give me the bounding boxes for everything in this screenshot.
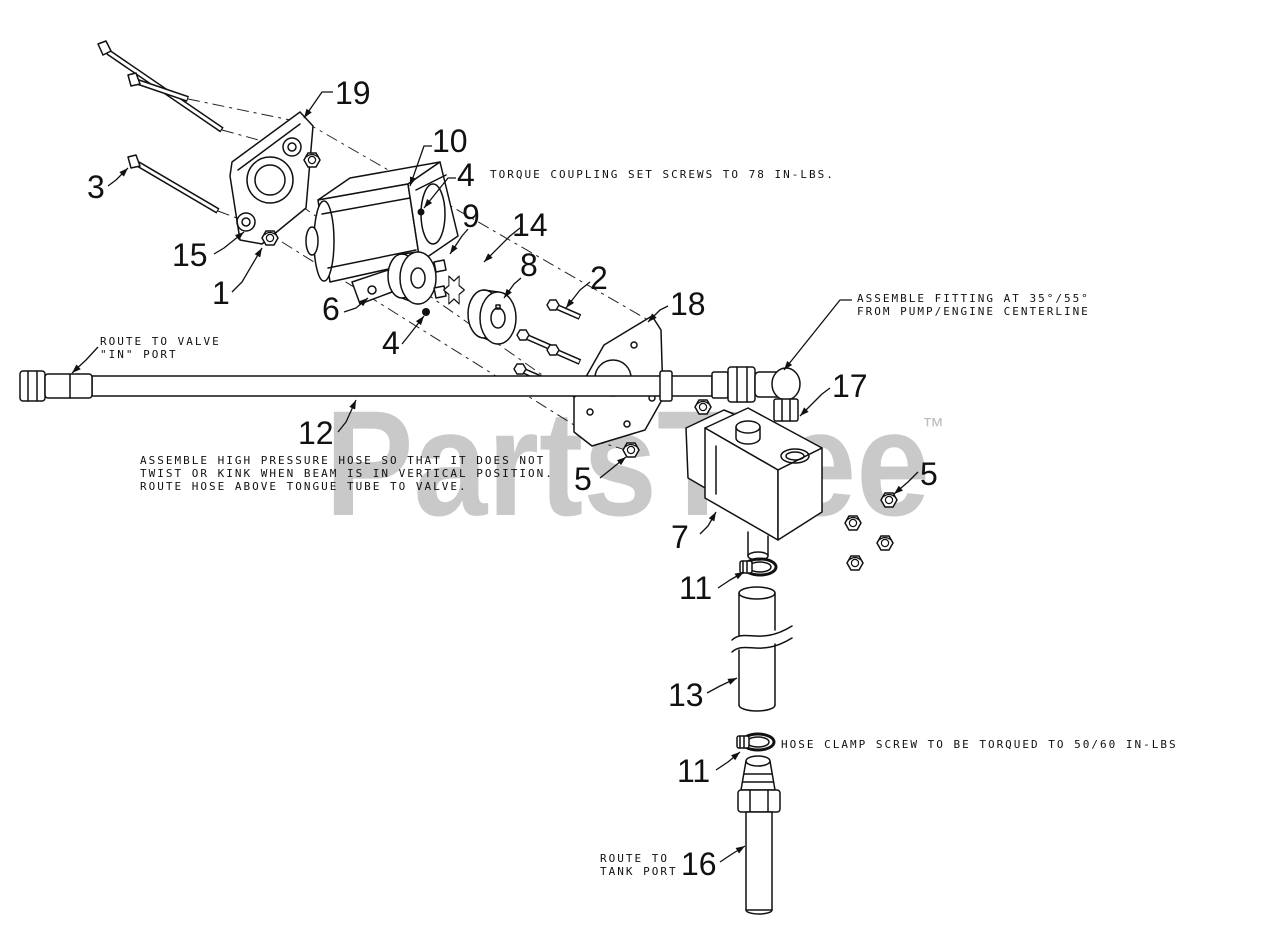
elbow-fitting-17 [754,367,801,422]
callout-10: 10 [432,123,468,159]
bolt-2-c [547,345,580,362]
pump-10 [305,161,459,283]
callout-7: 7 [671,519,689,555]
callout-19: 19 [335,75,371,111]
leader-17 [799,387,831,417]
callout-16: 16 [681,846,717,882]
leader-5-left-arrowhead [616,457,626,466]
tank-fitting-16 [737,755,781,915]
callout-5-right: 5 [920,456,938,492]
leader-7-arrowhead [708,512,716,522]
note-torque-coupling: TORQUE COUPLING SET SCREWS TO 78 IN-LBS. [490,168,835,181]
control-valve-7 [685,407,823,561]
leader-17-arrowhead [800,407,809,416]
watermark-trademark: ™ [922,413,944,438]
callout-8: 8 [520,247,538,283]
callout-13: 13 [668,677,704,713]
nut-5-b [876,535,894,551]
leader-11-lower-arrowhead [731,752,740,761]
callout-numbers: 19 10 4 3 9 14 15 8 2 1 6 18 4 17 12 5 5… [87,75,938,882]
leader-4-lower-arrowhead [415,316,424,326]
nut-5-valve-top [694,399,712,415]
leader-8-arrowhead [504,288,512,298]
leader-route-to-valve-arrowhead [72,364,81,373]
leader-15-arrowhead [234,232,244,241]
note-route-to-tank-line-1: ROUTE TO [600,852,669,865]
callout-11-lower: 11 [677,753,710,789]
callout-3: 3 [87,169,105,205]
leader-19 [303,91,333,119]
coupling-spider-14 [443,275,465,305]
long-bolt-middle [127,72,189,102]
note-high-pressure-hose-line-1: ASSEMBLE HIGH PRESSURE HOSE SO THAT IT D… [140,454,545,467]
hose-clamp-11-lower [736,732,776,752]
note-high-pressure-hose-line-3: ROUTE HOSE ABOVE TONGUE TUBE TO VALVE. [140,480,468,493]
leader-lines [71,91,919,863]
leader-5-right-arrowhead [894,485,903,494]
callout-12: 12 [298,415,334,451]
callout-17: 17 [832,368,868,404]
nut-5-c [846,555,864,571]
leader-1-arrowhead [254,248,262,258]
callout-6: 6 [322,291,340,327]
cap-screw-1 [261,230,279,246]
leader-14-arrowhead [484,253,493,262]
plate-nut [303,152,321,168]
coupling-half-8 [467,289,517,345]
bolt-2-a [547,300,580,317]
nut-5-left [622,442,640,458]
long-bolt-3 [127,154,220,214]
nut-5-right [880,492,898,508]
leader-16-arrowhead [735,846,745,854]
hose-clamp-11-upper [739,557,778,577]
leader-12-arrowhead [349,400,356,410]
leader-6-arrowhead [359,298,368,307]
note-route-to-tank-line-2: TANK PORT [600,865,678,878]
callout-15: 15 [172,237,208,273]
callout-18: 18 [670,286,706,322]
suction-hose-13 [731,586,793,712]
leader-2-arrowhead [566,298,575,308]
hose-end-fitting-left [19,370,93,402]
leader-9-arrowhead [450,244,458,254]
high-pressure-hose-12 [91,370,713,402]
note-assemble-fitting-line-2: FROM PUMP/ENGINE CENTERLINE [857,305,1090,318]
leader-11-upper-arrowhead [734,572,744,580]
jaw-coupling-9 [387,251,447,305]
bolt-2-b [517,330,550,347]
leader-18-arrowhead [648,313,657,322]
leader-19-arrowhead [304,108,312,118]
callout-9: 9 [462,198,480,234]
leader-assemble-fitting-arrowhead [784,360,793,370]
hose-end-fitting-right [711,366,756,403]
set-screw-4-top [417,208,425,216]
set-screw-4-lower [422,308,430,316]
assembly-notes: TORQUE COUPLING SET SCREWS TO 78 IN-LBS.… [100,168,1178,878]
callout-11-upper: 11 [679,570,712,606]
callout-4-top: 4 [457,157,475,193]
note-high-pressure-hose-line-2: TWIST OR KINK WHEN BEAM IS IN VERTICAL P… [140,467,554,480]
long-bolt-top [97,40,224,133]
note-route-to-valve-line-2: "IN" PORT [100,348,178,361]
leader-10 [409,145,432,187]
leader-4-top-arrowhead [424,198,433,208]
leader-assemble-fitting [783,299,852,371]
callout-14: 14 [512,207,548,243]
callout-1: 1 [212,275,230,311]
note-assemble-fitting-line-1: ASSEMBLE FITTING AT 35°/55° [857,292,1090,305]
callout-5-left: 5 [574,461,592,497]
leader-13-arrowhead [727,678,737,685]
leader-1 [231,247,263,293]
leader-10-arrowhead [409,176,416,186]
adapter-plate-19 [229,111,314,245]
nut-5-a [844,515,862,531]
note-route-to-valve-line-1: ROUTE TO VALVE [100,335,221,348]
leader-3-arrowhead [119,168,128,177]
leader-4-top [423,177,456,209]
callout-4-lower: 4 [382,325,400,361]
note-hose-clamp-torque: HOSE CLAMP SCREW TO BE TORQUED TO 50/60 … [781,738,1178,751]
callout-2: 2 [590,260,608,296]
leader-14 [483,227,521,263]
